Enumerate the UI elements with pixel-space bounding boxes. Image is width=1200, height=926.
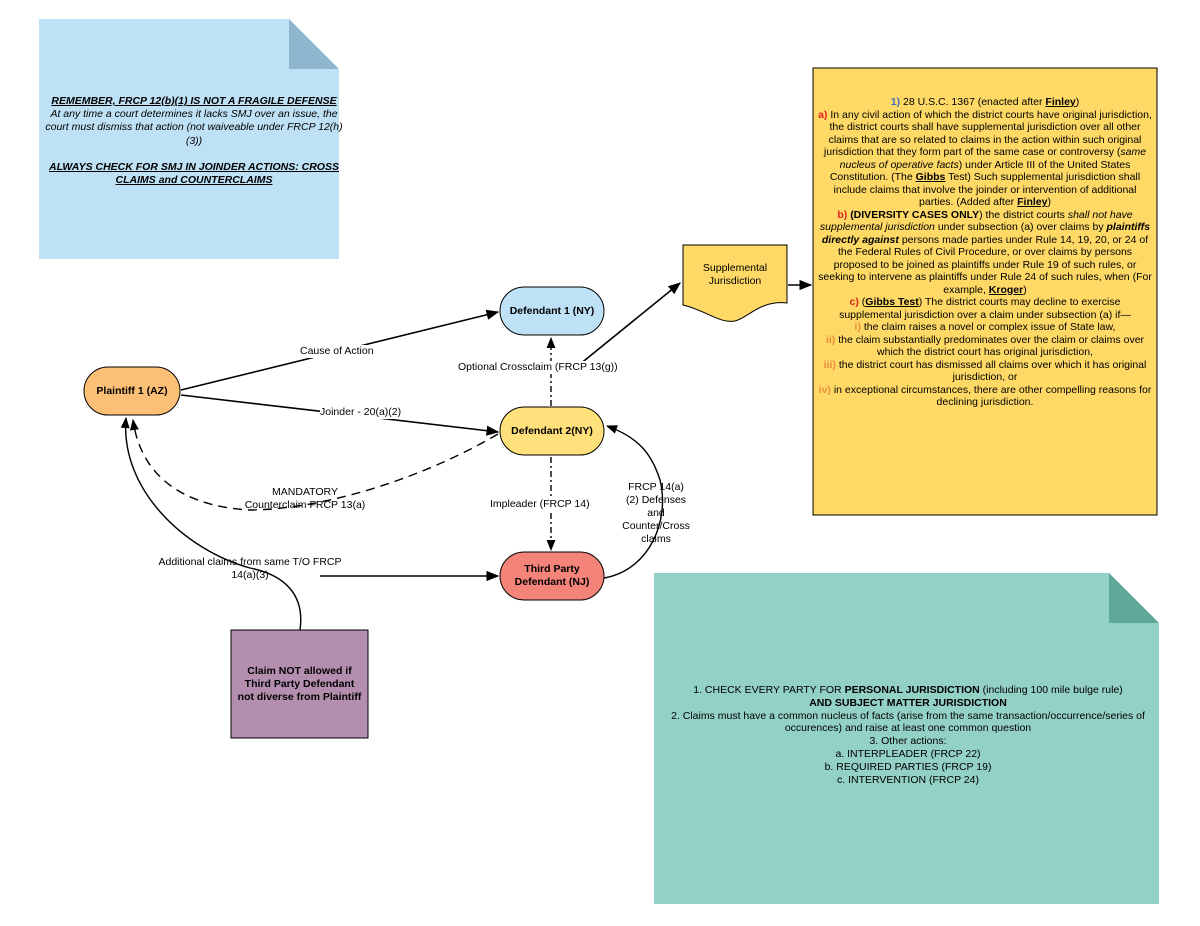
defendant2-node-shape — [499, 406, 605, 456]
iv-text: in exceptional circumstances, there are … — [833, 383, 1152, 409]
teal-note: 1. CHECK EVERY PARTY FOR PERSONAL JURISD… — [657, 684, 1159, 786]
blue-note-shape — [39, 19, 339, 259]
b-bold: (DIVERSITY CASES ONLY — [850, 208, 980, 221]
ii-text: the claim substantially predominates ove… — [838, 333, 1145, 359]
yellow-item-i: i) the claim raises a novel or complex i… — [818, 321, 1152, 334]
a-italic: same nucleus of operative facts — [839, 146, 1147, 171]
teal-line3a: a. INTERPLEADER (FRCP 22) — [835, 747, 981, 760]
case-finley: Finley — [1045, 96, 1076, 108]
yellow-para-a: a) In any civil action of which the dist… — [818, 109, 1152, 209]
purple-box-shape — [230, 629, 369, 739]
yellow-note-shape — [812, 67, 1158, 516]
teal-l1a: 1. CHECK EVERY PARTY FOR — [693, 684, 842, 696]
teal-note-shape — [654, 573, 1159, 904]
a-text2: ) under Article III of the United States… — [829, 158, 1131, 184]
c-text1: ) The district courts may decline to exe… — [839, 296, 1131, 321]
edge-counterclaim — [129, 418, 499, 511]
edge-defenses — [603, 425, 664, 579]
text-1-end: ) — [1075, 96, 1080, 108]
teal-line1: 1. CHECK EVERY PARTY FOR PERSONAL JURISD… — [657, 684, 1159, 697]
b-close: ) — [1023, 283, 1027, 296]
a-close: ) — [1047, 196, 1051, 208]
blue-note: REMEMBER, FRCP 12(b)(1) IS NOT A FRAGILE… — [44, 95, 344, 200]
edge-label-additional: Additional claims from same T/O FRCP 14(… — [158, 556, 342, 581]
b-example: (For example, — [943, 271, 1152, 296]
num-c: c) — [849, 296, 859, 308]
b-italic: shall not have supplemental jurisdiction — [819, 208, 1133, 234]
third-party-node[interactable]: Third Party Defendant (NJ) — [514, 563, 590, 588]
teal-l1c: (including 100 mile bulge rule) — [982, 684, 1123, 696]
num-b: b) — [837, 208, 848, 221]
b-text2: under subsection (a) over claims by — [937, 221, 1104, 233]
iii-text: the district court has dismissed all cla… — [838, 358, 1147, 384]
c-open: ( — [861, 296, 866, 308]
edge-additional — [120, 416, 302, 631]
defendant1-node[interactable]: Defendant 1 (NY) — [509, 304, 595, 317]
teal-l1b: PERSONAL JURISDICTION — [844, 684, 980, 696]
supplemental-shape — [682, 244, 788, 322]
yellow-item-iii: iii) the district court has dismissed al… — [818, 359, 1152, 384]
a-added: (Added after — [956, 196, 1015, 208]
supplemental-node[interactable]: Supplemental Jurisdiction — [702, 262, 768, 287]
a-text1: In any civil action of which the distric… — [823, 108, 1152, 159]
edge-label-crossclaim: Optional Crossclaim (FRCP 13(g)) — [458, 361, 618, 374]
a-finley: Finley — [1017, 196, 1048, 208]
defendant1-node-shape — [499, 286, 605, 336]
yellow-para-b: b) (DIVERSITY CASES ONLY) the district c… — [818, 209, 1152, 297]
edge-label-counterclaim: MANDATORY Counterclaim FRCP 13(a) — [244, 486, 366, 511]
b-text3: persons made parties under Rule 14, 19, … — [818, 233, 1149, 284]
i-text: the claim raises a novel or complex issu… — [863, 321, 1116, 333]
teal-line1b: AND SUBJECT MATTER JURISDICTION — [657, 697, 1159, 710]
yellow-item-iv: iv) in exceptional circumstances, there … — [818, 384, 1152, 409]
edge-label-impleader: Impleader (FRCP 14) — [490, 498, 590, 511]
teal-l1d: AND — [809, 696, 832, 709]
plaintiff-node[interactable]: Plaintiff 1 (AZ) — [96, 384, 168, 397]
edge-label-joinder: Joinder - 20(a)(2) — [320, 406, 402, 419]
plaintiff-node-shape — [83, 366, 181, 416]
teal-line3: 3. Other actions: — [869, 735, 947, 748]
defendant2-node[interactable]: Defendant 2(NY) — [511, 424, 593, 437]
b-text1: ) the district courts — [979, 208, 1065, 221]
teal-line3c: c. INTERVENTION (FRCP 24) — [837, 773, 979, 786]
blue-note-line2: At any time a court determines it lacks … — [45, 108, 343, 147]
text-1: 28 U.S.C. 1367 (enacted after — [903, 96, 1043, 108]
yellow-para-c: c) (Gibbs Test) The district courts may … — [818, 296, 1152, 321]
b-kroger: Kroger — [988, 283, 1024, 296]
c-gibbs: Gibbs Test — [865, 296, 919, 308]
num-i: i) — [854, 321, 861, 333]
third-party-node-shape — [499, 551, 605, 601]
yellow-line1: 1) 28 U.S.C. 1367 (enacted after Finley) — [818, 96, 1152, 109]
a-text3: Test) Such supplemental jurisdiction sha… — [833, 171, 1141, 208]
blue-note-line1: REMEMBER, FRCP 12(b)(1) IS NOT A FRAGILE… — [51, 95, 337, 107]
num-iv: iv) — [818, 383, 831, 396]
teal-l1e: SUBJECT MATTER JURISDICTION — [834, 696, 1007, 709]
num-1: 1) — [890, 96, 901, 108]
blue-note-line3: ALWAYS CHECK FOR SMJ IN JOINDER ACTIONS:… — [49, 160, 339, 187]
num-a: a) — [818, 108, 828, 121]
edge-label-cause: Cause of Action — [300, 345, 374, 358]
edge-supplemental — [573, 282, 681, 370]
num-iii: iii) — [823, 358, 836, 371]
a-gibbs: Gibbs — [915, 171, 946, 183]
purple-note: Claim NOT allowed if Third Party Defenda… — [237, 664, 362, 703]
num-ii: ii) — [825, 333, 836, 346]
yellow-item-ii: ii) the claim substantially predominates… — [818, 334, 1152, 359]
edge-label-defenses: FRCP 14(a)(2) Defenses and Counter/Cross… — [622, 481, 690, 545]
teal-line2: 2. Claims must have a common nucleus of … — [671, 709, 1145, 735]
teal-line3b: b. REQUIRED PARTIES (FRCP 19) — [824, 760, 992, 773]
yellow-note: 1) 28 U.S.C. 1367 (enacted after Finley)… — [818, 96, 1152, 409]
b-bold-italic: plaintiffs directly against — [821, 221, 1151, 246]
